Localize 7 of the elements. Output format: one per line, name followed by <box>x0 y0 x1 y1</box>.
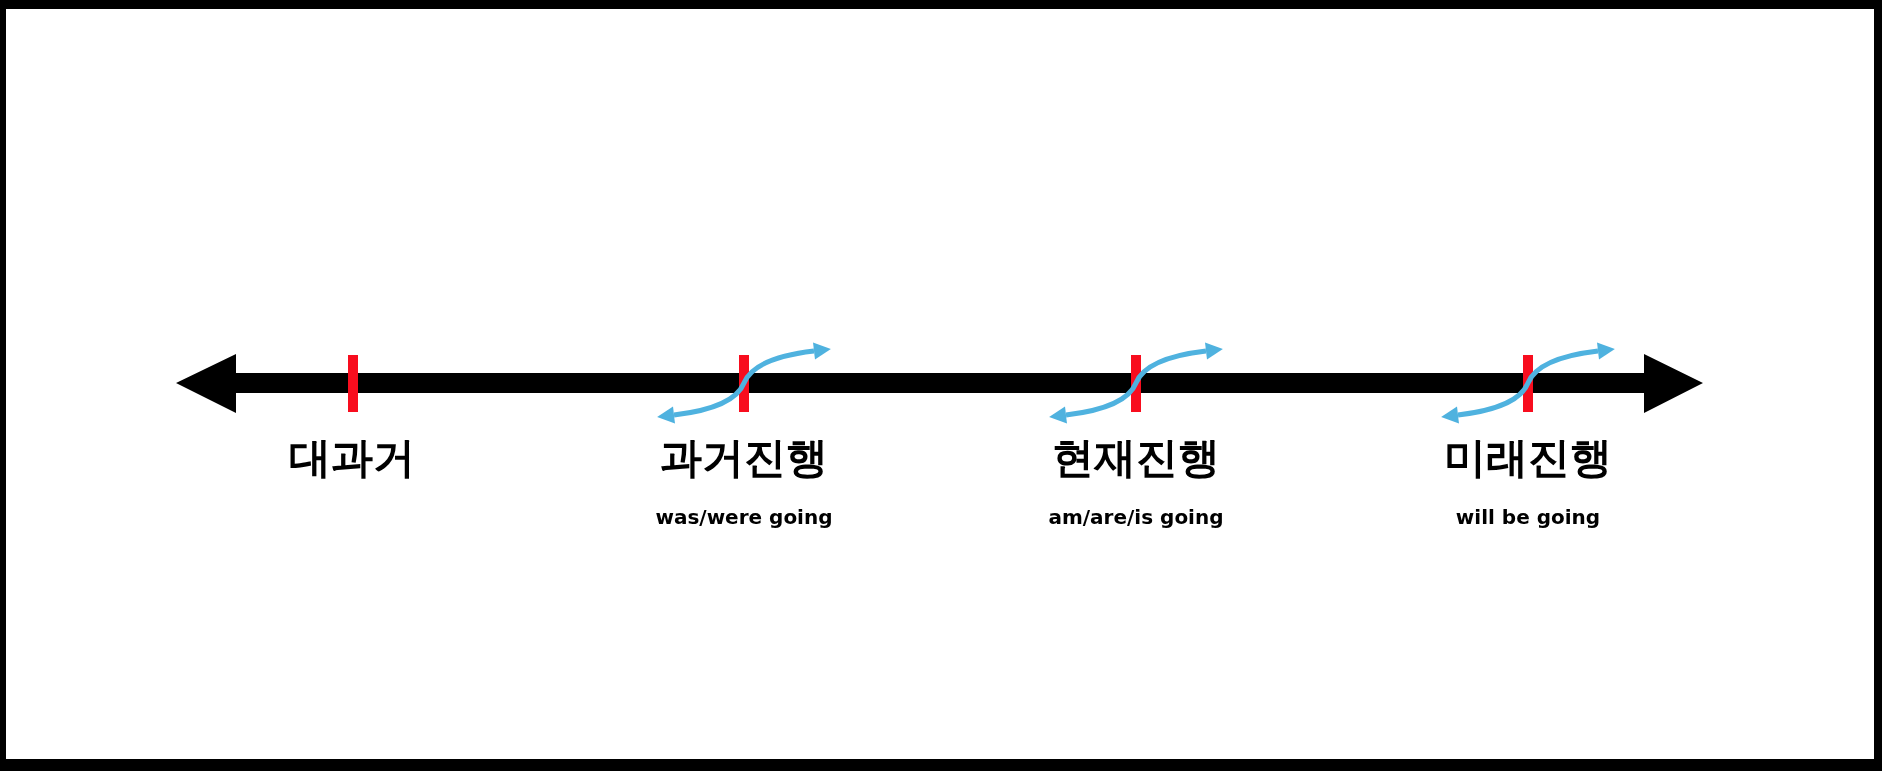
tense-name: 대과거 <box>289 434 415 482</box>
tense-name: 미래진행 <box>1444 434 1612 482</box>
tense-name: 과거진행 <box>660 434 828 482</box>
verb-phrase: am/are/is going <box>1048 506 1224 528</box>
verb-phrase: was/were going <box>655 506 833 528</box>
tense-name: 현재진행 <box>1052 434 1220 482</box>
verb-phrase: will be going <box>1455 506 1601 528</box>
